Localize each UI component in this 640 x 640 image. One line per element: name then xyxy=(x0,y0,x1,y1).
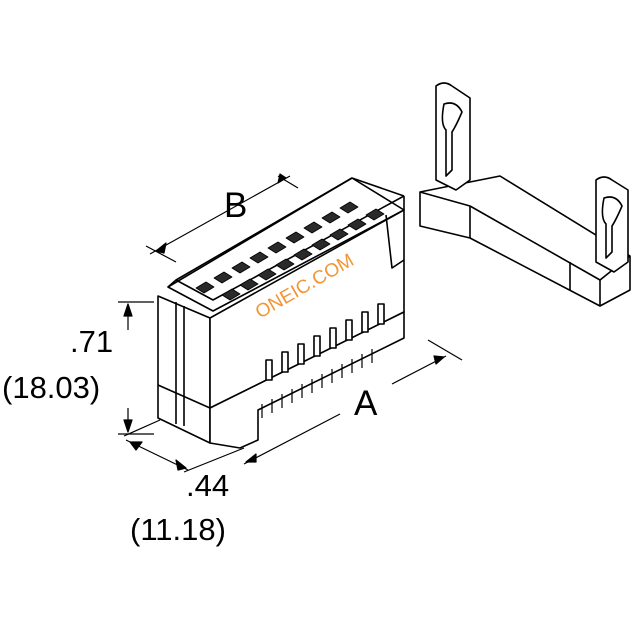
contact-slots xyxy=(195,201,385,301)
dimension-lines xyxy=(118,173,463,473)
tail-pins xyxy=(261,349,373,418)
dimension-a-label: A xyxy=(354,384,378,423)
dimension-b-label: B xyxy=(224,186,248,225)
height-inch-label: .71 xyxy=(70,324,114,359)
height-mm-label: (18.03) xyxy=(2,370,101,405)
latch-bar xyxy=(419,82,631,307)
width-inch-label: .44 xyxy=(186,468,230,503)
width-mm-label: (11.18) xyxy=(130,512,226,547)
front-contact-windows xyxy=(265,303,385,381)
